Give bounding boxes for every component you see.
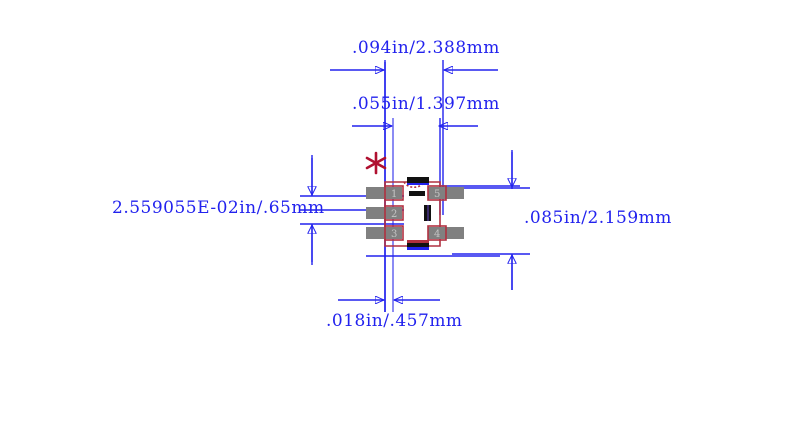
svg-text:2: 2	[391, 209, 397, 220]
dimension-label-overall-width: .094in/2.388mm	[352, 38, 500, 58]
pin-one-indicator-star-icon	[365, 151, 387, 175]
leader-lines	[366, 185, 520, 257]
dimension-overall-height	[452, 152, 530, 290]
svg-text:1: 1	[391, 189, 397, 200]
svg-text:5: 5	[434, 189, 440, 200]
dimension-pad-pitch	[300, 158, 404, 262]
pad-outline-boxes	[384, 185, 447, 241]
svg-text:4: 4	[434, 229, 440, 240]
dimension-label-pad-pitch: 2.559055E-02in/.65mm	[112, 198, 325, 218]
svg-text:3: 3	[391, 229, 397, 240]
dimension-label-pad-width: .018in/.457mm	[326, 311, 463, 331]
component-tabs	[407, 177, 431, 250]
pin-numbers: 1 2 3 4 5	[391, 189, 440, 240]
dimension-label-pad-span-width: .055in/1.397mm	[352, 94, 500, 114]
dimension-label-overall-height: .085in/2.159mm	[524, 208, 672, 228]
